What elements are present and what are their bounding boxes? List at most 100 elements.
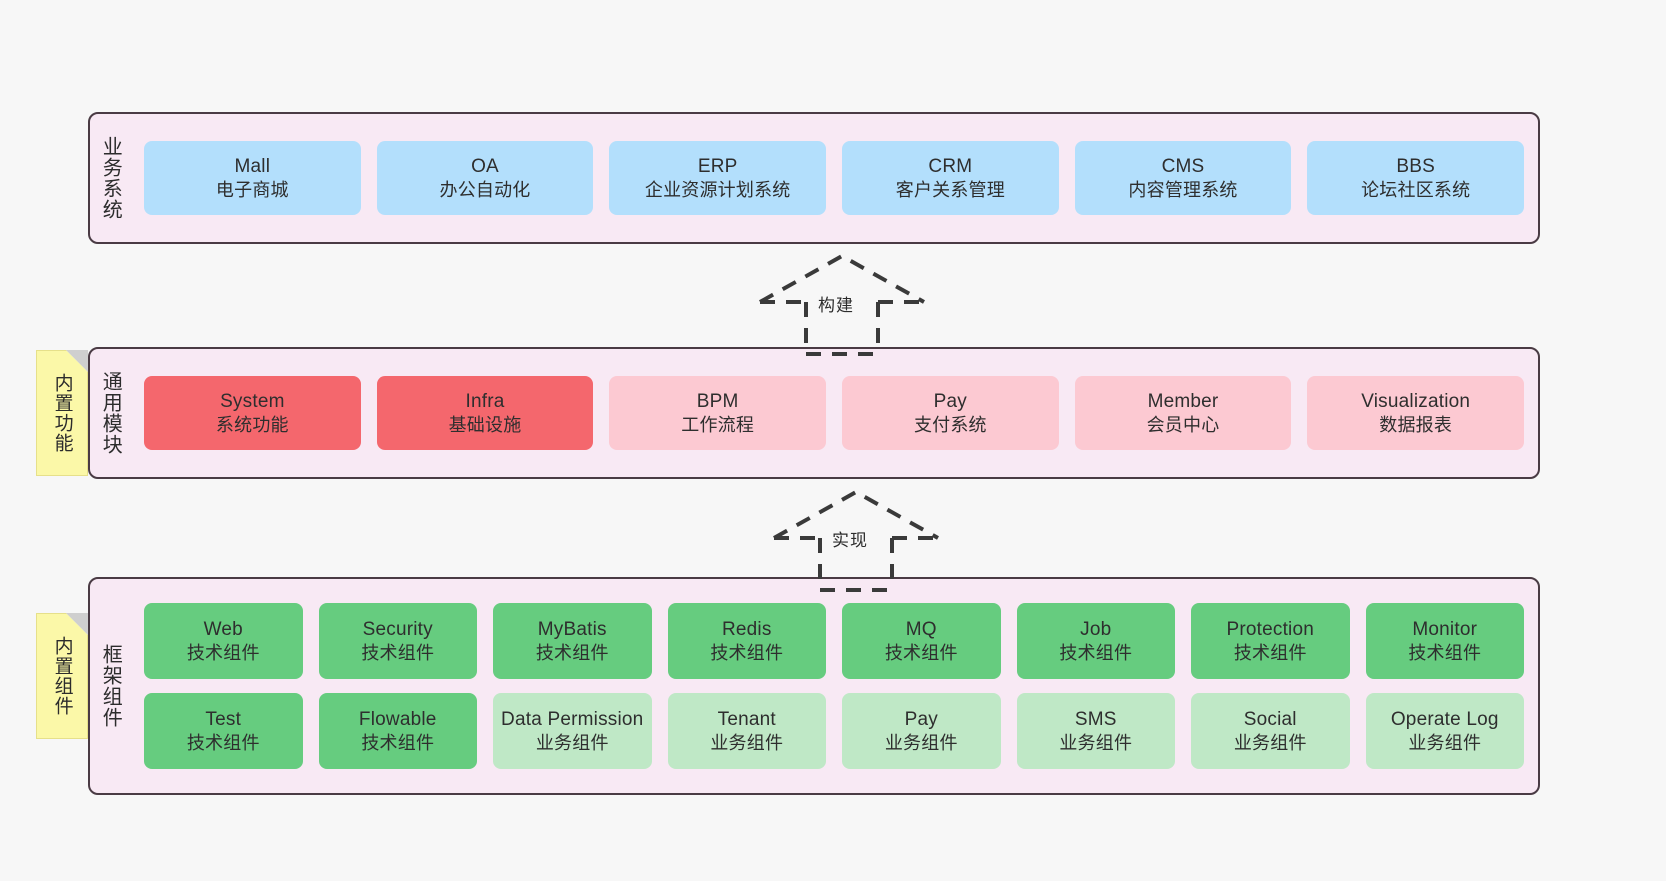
node-social[interactable]: Social 业务组件 — [1191, 693, 1350, 769]
node-title: Mall — [234, 155, 271, 177]
node-title: ERP — [697, 155, 738, 177]
layer-title-framework: 框架组件 — [99, 644, 122, 728]
node-infra[interactable]: Infra 基础设施 — [376, 376, 594, 450]
node-subtitle: 技术组件 — [186, 732, 260, 753]
node-title: CMS — [1161, 155, 1205, 177]
node-title: BBS — [1396, 155, 1435, 177]
node-bpm[interactable]: BPM 工作流程 — [609, 376, 827, 450]
sticky-note-builtin-component: 内置组件 — [36, 613, 88, 739]
node-subtitle: 技术组件 — [361, 642, 435, 663]
node-subtitle: 业务组件 — [884, 732, 958, 753]
generalization-arrow-implement-icon — [773, 489, 939, 592]
node-cms[interactable]: CMS 内容管理系统 — [1074, 141, 1292, 215]
layer-title-business: 业务系统 — [99, 136, 122, 220]
node-pay-component[interactable]: Pay 业务组件 — [842, 693, 1001, 769]
note-label: 内置组件 — [51, 636, 73, 716]
layer-title-modules: 通用模块 — [99, 371, 122, 455]
node-title: Infra — [465, 390, 505, 412]
node-title: Job — [1080, 618, 1112, 640]
node-subtitle: 业务组件 — [535, 732, 609, 753]
node-subtitle: 业务组件 — [1059, 732, 1133, 753]
node-operate-log[interactable]: Operate Log 业务组件 — [1365, 693, 1524, 769]
node-subtitle: 技术组件 — [1233, 642, 1307, 663]
node-title: OA — [471, 155, 499, 177]
node-title: MyBatis — [537, 618, 607, 640]
node-row: Test 技术组件 Flowable 技术组件 Data Permission … — [144, 693, 1524, 769]
connector-label-build: 构建 — [818, 296, 854, 315]
node-title: Operate Log — [1390, 708, 1499, 730]
node-subtitle: 技术组件 — [186, 642, 260, 663]
node-title: Web — [203, 618, 243, 640]
node-row: System 系统功能 Infra 基础设施 BPM 工作流程 Pay 支付系统… — [144, 376, 1525, 450]
node-subtitle: 技术组件 — [884, 642, 958, 663]
node-mq[interactable]: MQ 技术组件 — [842, 603, 1001, 679]
node-subtitle: 数据报表 — [1379, 414, 1453, 435]
node-title: MQ — [905, 618, 937, 640]
node-redis[interactable]: Redis 技术组件 — [667, 603, 826, 679]
node-title: CRM — [928, 155, 973, 177]
node-subtitle: 支付系统 — [913, 414, 987, 435]
node-test[interactable]: Test 技术组件 — [144, 693, 303, 769]
node-subtitle: 业务组件 — [1233, 732, 1307, 753]
node-crm[interactable]: CRM 客户关系管理 — [842, 141, 1059, 215]
note-label: 内置功能 — [51, 373, 73, 453]
node-title: Social — [1243, 708, 1297, 730]
connector-label-implement: 实现 — [832, 531, 868, 550]
node-subtitle: 论坛社区系统 — [1361, 179, 1471, 200]
node-title: Data Permission — [501, 708, 644, 730]
node-security[interactable]: Security 技术组件 — [318, 603, 477, 679]
node-title: Test — [205, 708, 242, 730]
node-subtitle: 业务组件 — [710, 732, 784, 753]
node-title: Monitor — [1412, 618, 1478, 640]
layer-body-business: Mall 电子商城 OA 办公自动化 ERP 企业资源计划系统 CRM 客户关系… — [130, 114, 1538, 242]
layer-body-framework: Web 技术组件 Security 技术组件 MyBatis 技术组件 Redi… — [130, 579, 1538, 793]
node-tenant[interactable]: Tenant 业务组件 — [667, 693, 826, 769]
node-title: Member — [1147, 390, 1219, 412]
node-subtitle: 基础设施 — [448, 414, 522, 435]
sticky-note-builtin-function: 内置功能 — [36, 350, 88, 476]
node-subtitle: 系统功能 — [215, 414, 289, 435]
layer-framework-components: 框架组件 Web 技术组件 Security 技术组件 MyBatis 技术组件… — [88, 577, 1540, 795]
node-erp[interactable]: ERP 企业资源计划系统 — [609, 141, 827, 215]
node-pay[interactable]: Pay 支付系统 — [842, 376, 1059, 450]
node-title: System — [220, 390, 285, 412]
node-oa[interactable]: OA 办公自动化 — [376, 141, 594, 215]
layer-business-systems: 业务系统 Mall 电子商城 OA 办公自动化 ERP 企业资源计划系统 CRM — [88, 112, 1540, 244]
node-bbs[interactable]: BBS 论坛社区系统 — [1307, 141, 1525, 215]
node-subtitle: 内容管理系统 — [1128, 179, 1238, 200]
node-monitor[interactable]: Monitor 技术组件 — [1365, 603, 1524, 679]
node-data-permission[interactable]: Data Permission 业务组件 — [493, 693, 652, 769]
node-row: Web 技术组件 Security 技术组件 MyBatis 技术组件 Redi… — [144, 603, 1524, 679]
node-member[interactable]: Member 会员中心 — [1074, 376, 1292, 450]
node-subtitle: 客户关系管理 — [895, 179, 1005, 200]
node-visualization[interactable]: Visualization 数据报表 — [1307, 376, 1525, 450]
node-title: Flowable — [358, 708, 437, 730]
node-title: BPM — [696, 390, 739, 412]
node-subtitle: 业务组件 — [1408, 732, 1482, 753]
node-web[interactable]: Web 技术组件 — [144, 603, 303, 679]
node-title: Protection — [1226, 618, 1315, 640]
node-row: Mall 电子商城 OA 办公自动化 ERP 企业资源计划系统 CRM 客户关系… — [144, 141, 1525, 215]
node-title: SMS — [1074, 708, 1117, 730]
node-subtitle: 技术组件 — [361, 732, 435, 753]
node-protection[interactable]: Protection 技术组件 — [1191, 603, 1350, 679]
node-title: Pay — [933, 390, 968, 412]
node-subtitle: 企业资源计划系统 — [644, 179, 791, 200]
node-title: Security — [362, 618, 433, 640]
node-title: Redis — [721, 618, 772, 640]
node-subtitle: 技术组件 — [1059, 642, 1133, 663]
node-subtitle: 会员中心 — [1146, 414, 1220, 435]
node-mall[interactable]: Mall 电子商城 — [144, 141, 361, 215]
node-job[interactable]: Job 技术组件 — [1016, 603, 1175, 679]
node-subtitle: 技术组件 — [710, 642, 784, 663]
node-system[interactable]: System 系统功能 — [144, 376, 361, 450]
node-title: Tenant — [717, 708, 776, 730]
node-subtitle: 工作流程 — [681, 414, 755, 435]
node-mybatis[interactable]: MyBatis 技术组件 — [493, 603, 652, 679]
node-flowable[interactable]: Flowable 技术组件 — [318, 693, 477, 769]
node-title: Pay — [904, 708, 938, 730]
node-subtitle: 技术组件 — [535, 642, 609, 663]
node-title: Visualization — [1361, 390, 1471, 412]
node-sms[interactable]: SMS 业务组件 — [1016, 693, 1175, 769]
